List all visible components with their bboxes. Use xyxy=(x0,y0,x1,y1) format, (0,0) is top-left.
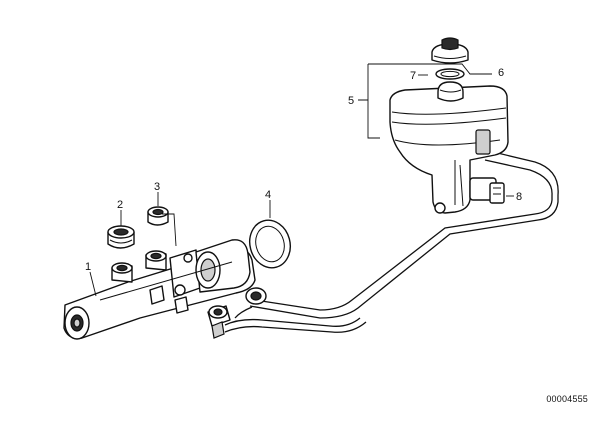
filler-cap-6 xyxy=(431,37,469,64)
callout-8: 8 xyxy=(516,191,522,203)
grommet-2 xyxy=(107,225,135,249)
callout-3: 3 xyxy=(154,181,160,193)
o-ring-4 xyxy=(249,219,291,269)
callout-5: 5 xyxy=(348,95,354,107)
callout-6: 6 xyxy=(498,67,504,79)
document-number: 00004555 xyxy=(546,394,588,404)
sealing-ring-7 xyxy=(435,68,465,80)
plug-3 xyxy=(147,206,169,226)
master-cylinder-1 xyxy=(63,239,256,340)
callout-1: 1 xyxy=(85,261,91,273)
callout-4: 4 xyxy=(265,189,271,201)
pipe-clip-8 xyxy=(489,182,505,204)
fluid-lines xyxy=(224,149,559,333)
callout-7: 7 xyxy=(410,70,416,82)
leader-lines xyxy=(89,63,514,297)
callout-2: 2 xyxy=(117,199,123,211)
line-fittings xyxy=(207,287,267,339)
